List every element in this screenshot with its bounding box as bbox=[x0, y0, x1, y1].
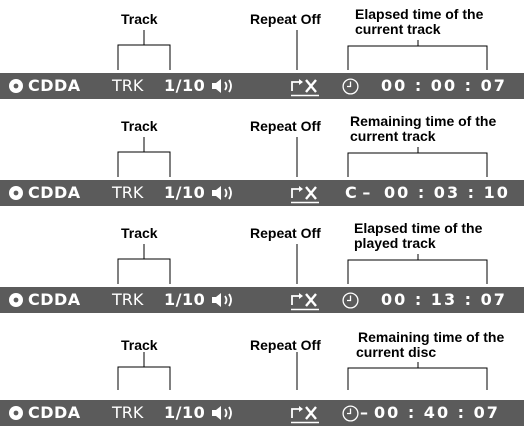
status-bar: CDDA TRK 1/10 00 : 13 : 07 bbox=[0, 287, 524, 313]
time-callout-line1: Remaining time of the bbox=[350, 113, 497, 129]
track-callout: Track bbox=[121, 225, 158, 241]
track-callout: Track bbox=[121, 118, 158, 134]
time-readout: 00 : 13 : 07 bbox=[381, 290, 507, 309]
time-readout: 00 : 40 : 07 bbox=[374, 403, 500, 422]
display-panel-1: Track Repeat Off Elapsed time of the cur… bbox=[0, 0, 524, 107]
remaining-prefix: C – bbox=[345, 183, 371, 202]
track-number: 1/10 bbox=[164, 290, 206, 309]
callout-lines bbox=[117, 137, 488, 177]
trk-label: TRK bbox=[112, 76, 144, 95]
track-callout: Track bbox=[121, 337, 158, 353]
repeat-off-icon bbox=[291, 293, 319, 311]
trk-label: TRK bbox=[112, 183, 144, 202]
speaker-icon bbox=[212, 79, 232, 93]
track-callout: Track bbox=[121, 11, 158, 27]
remaining-prefix: – bbox=[360, 403, 368, 422]
display-panel-2: Track Repeat Off Remaining time of the c… bbox=[0, 107, 524, 214]
format-label: CDDA bbox=[28, 403, 81, 422]
time-callout-line2: played track bbox=[354, 235, 436, 251]
repeat-callout: Repeat Off bbox=[250, 11, 321, 27]
clock-icon bbox=[342, 78, 359, 95]
status-bar: CDDA TRK 1/10 – 00 : 40 : 07 bbox=[0, 400, 524, 426]
time-callout-line2: current track bbox=[355, 21, 441, 37]
speaker-icon bbox=[212, 406, 232, 420]
callout-lines bbox=[117, 244, 488, 284]
time-callout-line2: current track bbox=[350, 128, 436, 144]
format-label: CDDA bbox=[28, 290, 81, 309]
disc-icon bbox=[9, 406, 23, 420]
status-bar: CDDA TRK 1/10 C – 00 : 03 : 10 bbox=[0, 180, 524, 206]
format-label: CDDA bbox=[28, 183, 81, 202]
repeat-off-icon bbox=[291, 79, 319, 97]
speaker-icon bbox=[212, 293, 232, 307]
callout-lines bbox=[117, 30, 488, 70]
time-readout: 00 : 03 : 10 bbox=[384, 183, 510, 202]
speaker-icon bbox=[212, 186, 232, 200]
time-callout-line1: Remaining time of the bbox=[358, 329, 505, 345]
trk-label: TRK bbox=[112, 403, 144, 422]
status-bar: CDDA TRK 1/10 00 : 00 : 07 bbox=[0, 73, 524, 99]
time-readout: 00 : 00 : 07 bbox=[381, 76, 507, 95]
disc-icon bbox=[9, 293, 23, 307]
repeat-callout: Repeat Off bbox=[250, 118, 321, 134]
time-callout-line2: current disc bbox=[356, 344, 437, 360]
clock-icon bbox=[342, 405, 359, 422]
display-panel-3: Track Repeat Off Elapsed time of the pla… bbox=[0, 214, 524, 321]
repeat-off-icon bbox=[291, 406, 319, 424]
track-number: 1/10 bbox=[164, 403, 206, 422]
repeat-off-icon bbox=[291, 186, 319, 204]
disc-icon bbox=[9, 79, 23, 93]
repeat-callout: Repeat Off bbox=[250, 225, 321, 241]
format-label: CDDA bbox=[28, 76, 81, 95]
display-panel-4: Track Repeat Off Remaining time of the c… bbox=[0, 320, 524, 427]
repeat-callout: Repeat Off bbox=[250, 337, 321, 353]
trk-label: TRK bbox=[112, 290, 144, 309]
time-callout-line1: Elapsed time of the bbox=[355, 6, 484, 22]
track-number: 1/10 bbox=[164, 76, 206, 95]
disc-icon bbox=[9, 186, 23, 200]
track-number: 1/10 bbox=[164, 183, 206, 202]
clock-icon bbox=[342, 292, 359, 309]
callout-lines bbox=[117, 352, 488, 390]
time-callout-line1: Elapsed time of the bbox=[354, 220, 483, 236]
